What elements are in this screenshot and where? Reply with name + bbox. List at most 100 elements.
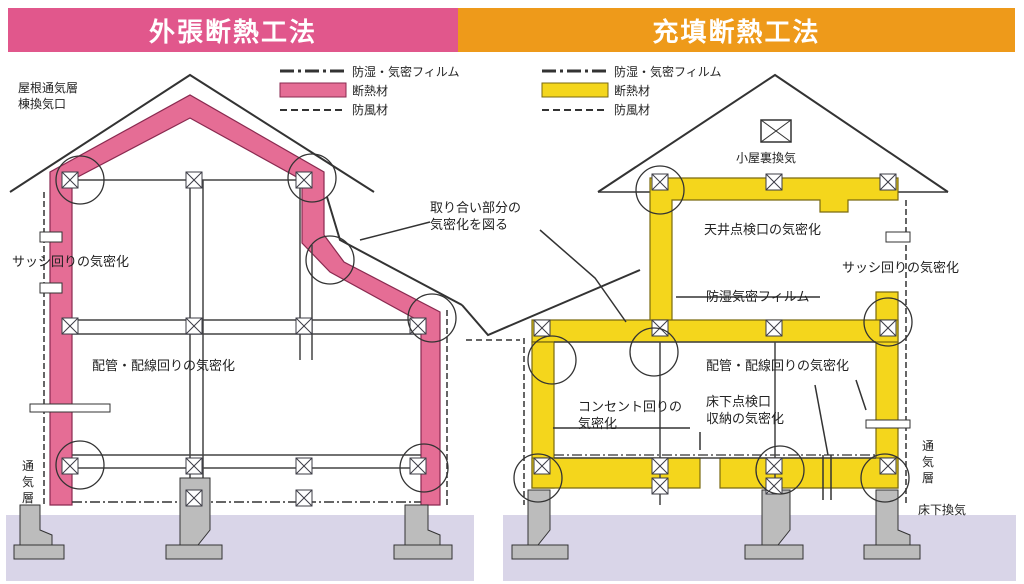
callout-circle — [513, 453, 563, 503]
label-left-sash: サッシ回りの気密化 — [12, 254, 129, 270]
truss-cross — [185, 171, 203, 189]
arrow-piping-right-2 — [855, 379, 867, 411]
truss-cross — [185, 317, 203, 335]
truss-cross — [651, 319, 669, 337]
left-sash-upper — [39, 231, 63, 243]
truss-cross — [533, 319, 551, 337]
right-footing-1 — [511, 544, 569, 560]
right-insulation-floor — [531, 457, 899, 489]
label-right-sash: サッシ回りの気密化 — [842, 260, 959, 276]
arrow-piping-right — [814, 384, 829, 456]
header-exterior-insulation: 外張断熱工法 — [8, 8, 458, 52]
label-outlet-2: 気密化 — [578, 416, 617, 432]
right-footing-2 — [744, 544, 804, 560]
arrow-junction-2 — [539, 229, 627, 323]
right-insulation-ceiling — [649, 177, 899, 331]
label-floor-hatch-1: 床下点検口 — [706, 395, 771, 410]
truss-cross — [61, 317, 79, 335]
right-sash-upper — [885, 231, 911, 243]
label-right-film: 防湿気密フィルム — [706, 289, 809, 305]
truss-cross — [879, 457, 897, 475]
left-footing-2 — [165, 544, 223, 560]
truss-cross — [295, 317, 313, 335]
truss-cross — [879, 173, 897, 191]
left-footing-3 — [393, 544, 453, 560]
truss-cross — [533, 457, 551, 475]
truss-cross — [765, 457, 783, 475]
label-left-vent-layer-2: 気 — [22, 474, 34, 489]
label-ridge-vent: 棟換気口 — [18, 96, 66, 111]
truss-cross — [765, 173, 783, 191]
label-left-piping: 配管・配線回りの気密化 — [92, 358, 235, 374]
label-roof-vent-layer: 屋根通気層 — [18, 80, 78, 95]
callout-circle — [635, 165, 685, 215]
left-sash-lower — [39, 282, 63, 294]
legend-left: 防湿・気密フィルム 断熱材 防風材 — [279, 64, 460, 117]
right-footing-3 — [863, 544, 921, 560]
callout-circle — [55, 440, 105, 490]
truss-cross — [61, 171, 79, 189]
left-house — [9, 73, 463, 560]
legend-right-insulation-label: 断熱材 — [614, 83, 650, 98]
callout-circle — [863, 297, 913, 347]
truss-cross — [185, 489, 203, 507]
truss-cross — [879, 319, 897, 337]
truss-cross — [409, 317, 427, 335]
callout-circle — [407, 293, 457, 343]
legend-left-windproof-label: 防風材 — [352, 102, 388, 117]
label-junction-1: 取り合い部分の — [430, 201, 521, 216]
left-roof-outline — [9, 73, 375, 193]
callout-circle — [305, 235, 355, 285]
label-right-vent-layer-1: 通 — [922, 439, 934, 453]
header-fill-insulation: 充填断熱工法 — [458, 8, 1015, 52]
legend-right-windproof-label: 防風材 — [614, 102, 650, 117]
left-footing-1 — [13, 544, 65, 560]
callout-arrows — [359, 221, 867, 456]
truss-cross — [295, 457, 313, 475]
right-house — [511, 73, 949, 560]
right-insulation-mid-beam — [531, 319, 899, 343]
label-right-vent-layer-3: 層 — [922, 471, 934, 485]
truss-cross — [651, 173, 669, 191]
callout-circle — [287, 153, 337, 203]
truss-cross — [295, 489, 313, 507]
truss-cross — [651, 477, 669, 495]
left-insulation-band — [49, 94, 441, 506]
label-floor-hatch-2: 収納の気密化 — [706, 411, 784, 427]
left-sash-pipe — [29, 403, 111, 413]
callout-circle — [755, 445, 805, 495]
label-junction-2: 気密化を図る — [430, 217, 508, 233]
callout-circles — [55, 153, 913, 503]
truss-crosses — [61, 171, 897, 507]
truss-cross — [409, 457, 427, 475]
label-attic-vent: 小屋裏換気 — [736, 150, 796, 165]
truss-cross — [765, 319, 783, 337]
label-ceiling-hatch: 天井点検口の気密化 — [704, 222, 821, 238]
center-connector-roof — [461, 269, 641, 337]
right-foundation-1 — [527, 489, 551, 546]
truss-cross — [185, 457, 203, 475]
truss-cross — [295, 171, 313, 189]
truss-cross — [61, 457, 79, 475]
label-left-vent-layer-1: 通 — [22, 459, 34, 473]
truss-cross — [651, 457, 669, 475]
callout-circle — [399, 443, 449, 493]
legend-left-insulation-swatch — [279, 82, 347, 98]
left-foundation-2 — [179, 477, 211, 546]
callout-circle — [527, 335, 577, 385]
right-roof-outline — [597, 73, 949, 193]
label-underfloor-vent: 床下換気 — [918, 502, 966, 517]
attic-vent-x2 — [760, 119, 792, 143]
legend-right-film-label: 防湿・気密フィルム — [614, 64, 722, 79]
truss-cross — [765, 477, 783, 495]
label-right-piping: 配管・配線回りの気密化 — [706, 358, 849, 374]
right-sash-pipe — [865, 419, 911, 429]
callout-circle — [860, 453, 910, 503]
legend-left-film-label: 防湿・気密フィルム — [352, 64, 460, 79]
label-outlet-1: コンセント回りの — [578, 400, 682, 415]
label-right-vent-layer-2: 気 — [922, 454, 934, 469]
left-eave-right — [326, 196, 463, 306]
right-foundation-2 — [761, 489, 791, 546]
callout-circle — [55, 155, 105, 205]
